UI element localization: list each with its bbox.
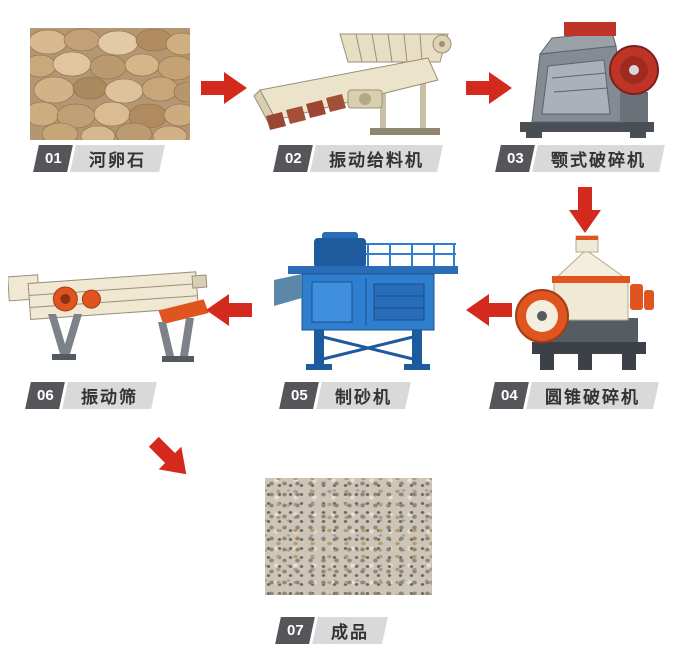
step-label-05: 05 制砂机 <box>279 382 411 409</box>
step-label-06: 06 振动筛 <box>25 382 157 409</box>
step-title: 圆锥破碎机 <box>526 382 659 409</box>
vibrating-feeder-image <box>252 28 457 143</box>
cone-crusher-image <box>512 226 664 374</box>
arrow-06-to-07 <box>141 429 199 487</box>
step-title: 颚式破碎机 <box>532 145 665 172</box>
jaw-crusher-image <box>512 18 662 140</box>
sand-making-machine-image <box>268 232 466 372</box>
step-number: 07 <box>275 617 315 644</box>
step-label-02: 02 振动给料机 <box>273 145 443 172</box>
finished-product-image <box>265 478 432 595</box>
step-number: 05 <box>279 382 319 409</box>
arrow-02-to-03 <box>466 70 512 106</box>
vibrating-screen-image <box>8 252 213 372</box>
step-title: 振动筛 <box>62 382 157 409</box>
step-title: 振动给料机 <box>310 145 443 172</box>
river-pebbles-image <box>30 28 190 140</box>
arrow-01-to-02 <box>201 70 247 106</box>
step-number: 02 <box>273 145 313 172</box>
step-number: 03 <box>495 145 535 172</box>
arrow-03-to-04 <box>567 187 603 233</box>
step-title: 河卵石 <box>70 145 165 172</box>
step-number: 04 <box>489 382 529 409</box>
step-label-07: 07 成品 <box>275 617 388 644</box>
arrow-05-to-06 <box>206 292 252 328</box>
step-label-01: 01 河卵石 <box>33 145 165 172</box>
step-title: 制砂机 <box>316 382 411 409</box>
step-number: 01 <box>33 145 73 172</box>
step-number: 06 <box>25 382 65 409</box>
step-title: 成品 <box>312 617 388 644</box>
step-label-03: 03 颚式破碎机 <box>495 145 665 172</box>
step-label-04: 04 圆锥破碎机 <box>489 382 659 409</box>
arrow-04-to-05 <box>466 292 512 328</box>
